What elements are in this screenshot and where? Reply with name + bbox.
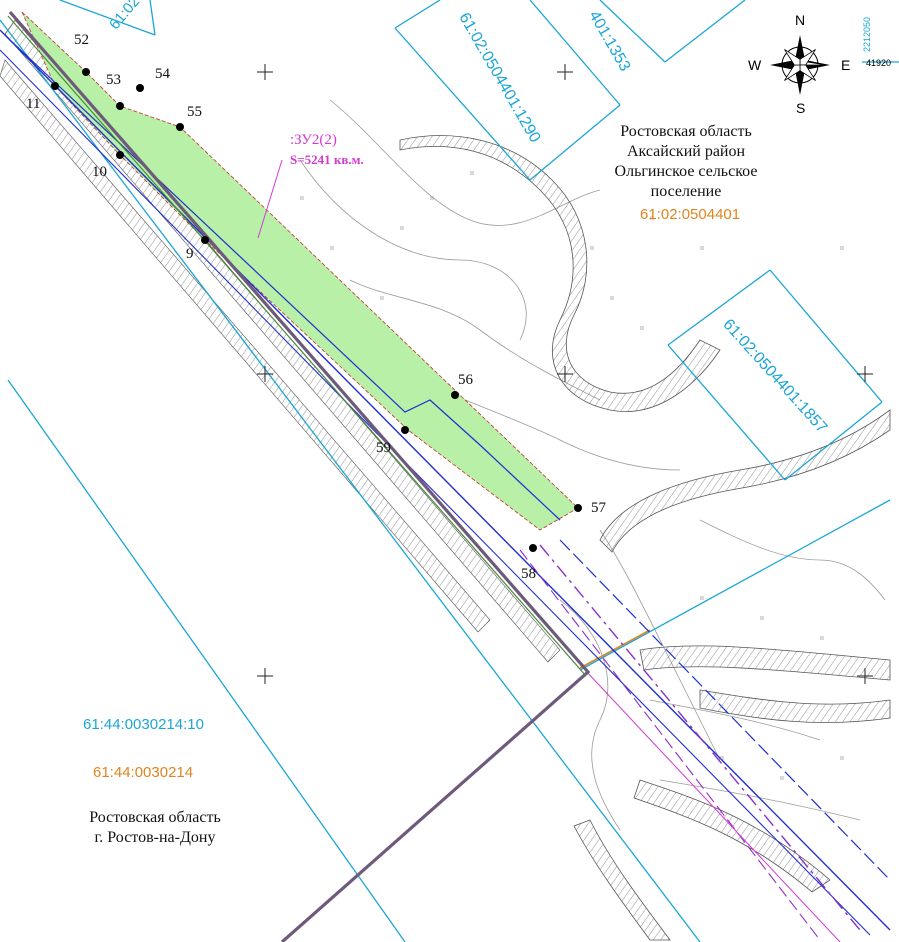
svg-text:ıı: ıı: [430, 195, 434, 202]
compass-rose-icon: [770, 35, 830, 95]
slope-hatching: [0, 19, 891, 941]
point-58-marker: [529, 544, 537, 552]
svg-text:ıı: ıı: [590, 245, 594, 252]
svg-text:ıı: ıı: [720, 755, 724, 762]
terrain-marks: ıı ıı ıı ıı ıı ıı ıı ıı ıı ıı ıı ıı ıı ıı ıı ıı ıı ı…: [300, 170, 844, 782]
region-aksay-line-4: поселение: [650, 183, 722, 200]
point-label-52: 52: [74, 32, 89, 48]
region-rostov-line-1: Ростовская область: [89, 809, 221, 826]
svg-text:ıı: ıı: [760, 615, 764, 622]
quarter-label-aksay: 61:02:0504401: [640, 206, 741, 223]
quarter-label-rostov: 61:44:0030214: [93, 764, 194, 781]
point-label-59: 59: [376, 440, 391, 456]
edge-number-label: 2212050: [862, 16, 872, 52]
point-53-marker: [116, 102, 124, 110]
svg-text:ıı: ıı: [700, 245, 704, 252]
edge-number-label-2: 41920: [866, 58, 892, 68]
svg-text:ıı: ıı: [650, 215, 654, 222]
point-11-marker: [51, 82, 59, 90]
svg-text:ıı: ıı: [780, 775, 784, 782]
point-label-53: 53: [106, 72, 121, 88]
point-54-marker: [136, 84, 144, 92]
cadastral-label-rostov: 61:44:0030214:10: [83, 716, 204, 733]
point-label-10: 10: [92, 164, 107, 180]
svg-text:ıı: ıı: [840, 755, 844, 762]
point-55-marker: [176, 123, 184, 131]
region-aksay-line-2: Аксайский район: [626, 143, 746, 160]
region-aksay: Ростовская область Аксайский район Ольги…: [600, 122, 772, 202]
point-56-marker: [451, 391, 459, 399]
point-label-57: 57: [591, 500, 606, 516]
point-label-54: 54: [155, 66, 170, 82]
svg-text:ıı: ıı: [470, 170, 474, 177]
survey-points: [51, 68, 582, 552]
point-57-marker: [574, 504, 582, 512]
svg-text:ıı: ıı: [700, 595, 704, 602]
point-52-marker: [82, 68, 90, 76]
point-label-11: 11: [26, 96, 41, 112]
point-label-56: 56: [458, 372, 473, 388]
point-59-marker: [401, 426, 409, 434]
point-9-marker: [201, 236, 209, 244]
pipelines: [0, 29, 891, 942]
svg-text:ıı: ıı: [380, 295, 384, 302]
svg-text:ıı: ıı: [840, 245, 844, 252]
point-label-55: 55: [187, 104, 202, 120]
point-label-9: 9: [186, 246, 194, 262]
region-rostov: Ростовская область г. Ростов-на-Дону: [60, 808, 250, 848]
region-rostov-line-2: г. Ростов-на-Дону: [94, 829, 216, 846]
svg-text:ıı: ıı: [610, 295, 614, 302]
plot-zu2: [21, 11, 579, 531]
svg-text:ıı: ıı: [300, 195, 304, 202]
grid-crosses: [257, 64, 873, 684]
plot-area-label: S=5241 кв.м.: [290, 152, 364, 167]
municipal-boundary: [8, 10, 591, 942]
compass-e: E: [841, 57, 851, 73]
compass-w: W: [748, 57, 762, 73]
point-label-58: 58: [521, 566, 536, 582]
plot-label: :ЗУ2(2): [290, 132, 337, 148]
region-aksay-line-3: Ольгинское сельское: [614, 163, 758, 180]
svg-text:ıı: ıı: [400, 225, 404, 232]
point-10-marker: [116, 151, 124, 159]
svg-text:ıı: ıı: [640, 325, 644, 332]
compass-n: N: [795, 12, 806, 28]
quarter-boundary: [579, 629, 651, 669]
svg-text:ıı: ıı: [330, 245, 334, 252]
svg-text:ıı: ıı: [820, 635, 824, 642]
region-aksay-line-1: Ростовская область: [620, 123, 752, 140]
compass-s: S: [796, 100, 806, 116]
